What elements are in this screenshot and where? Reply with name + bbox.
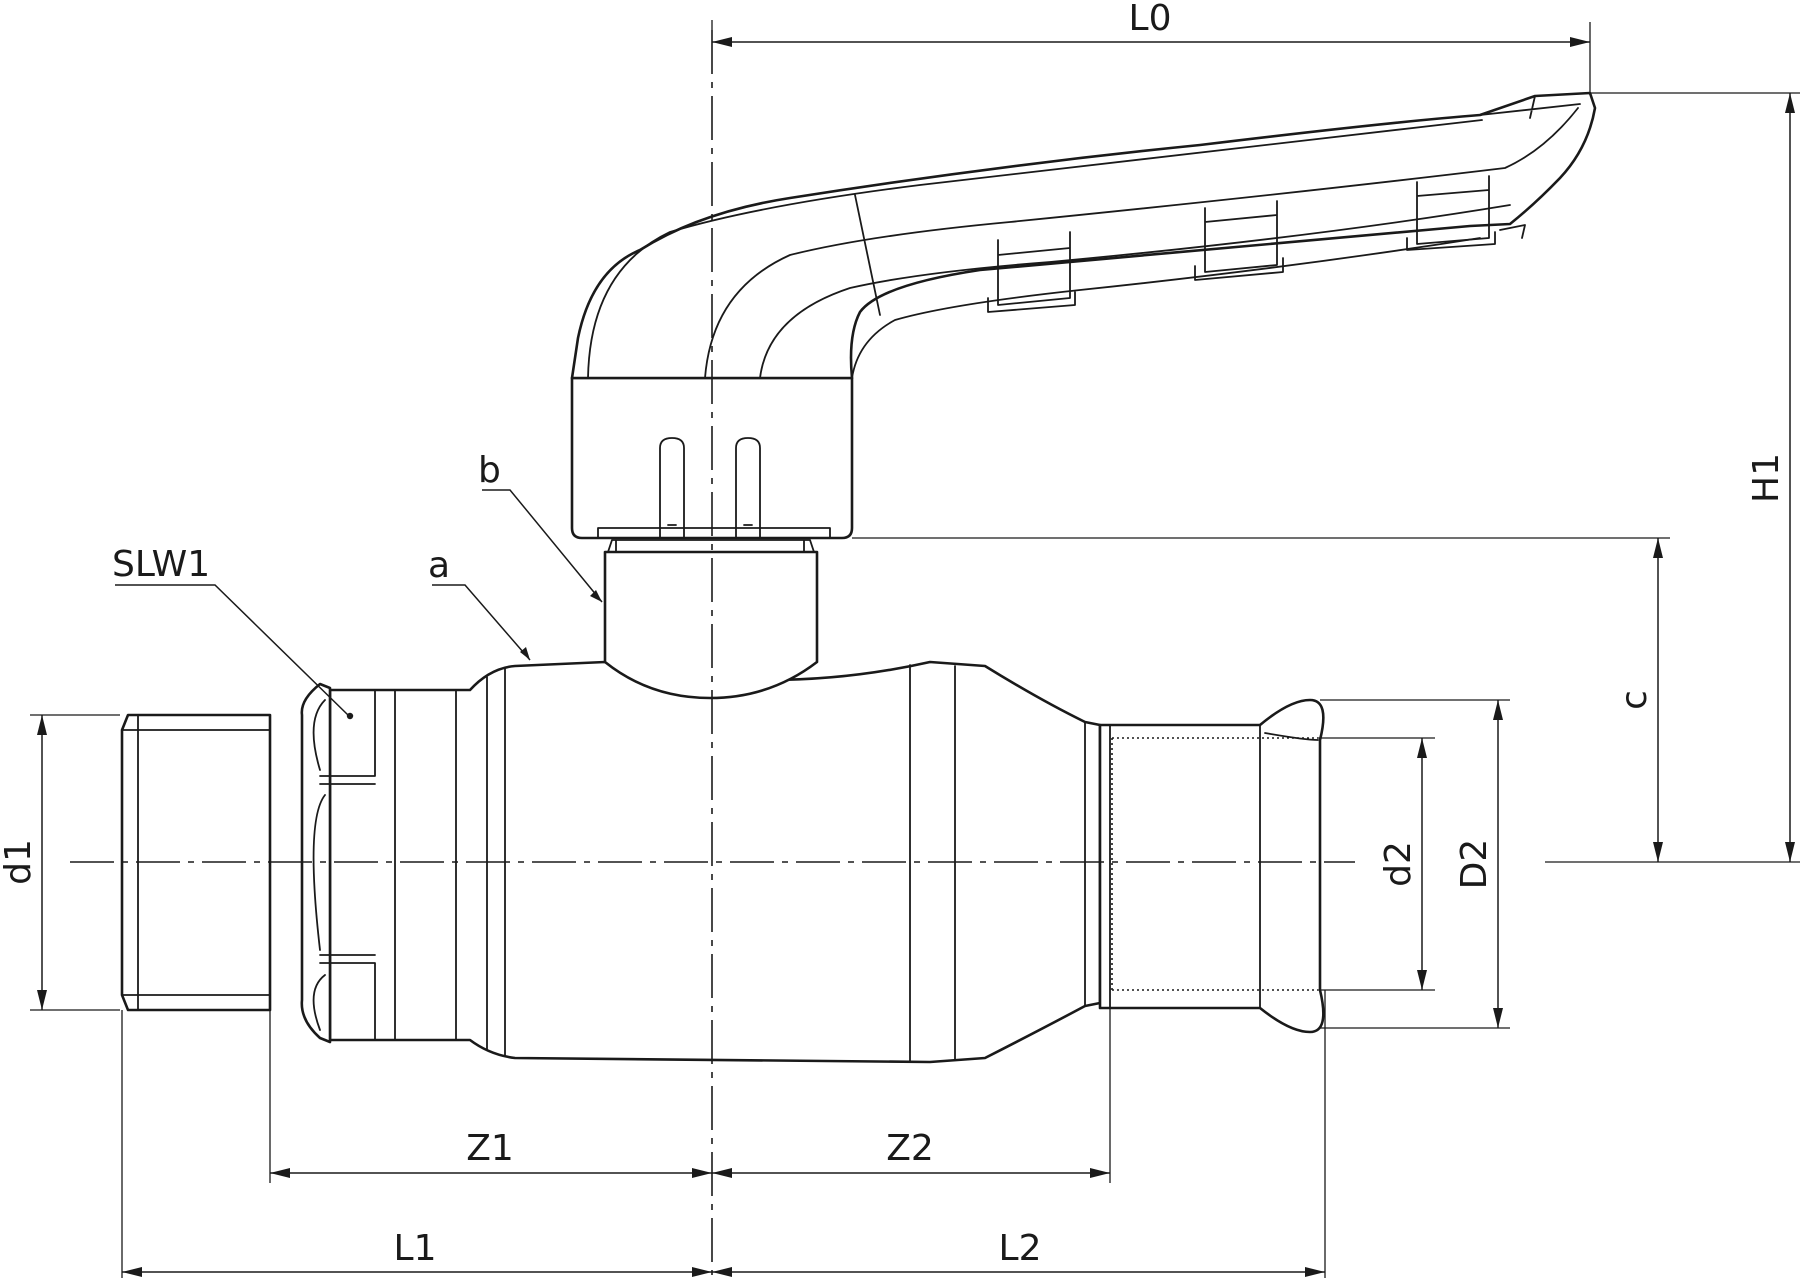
label-d2: d2 xyxy=(1378,841,1419,887)
hex-facets xyxy=(312,689,376,1041)
stem-flange xyxy=(607,539,815,553)
valve-body-group xyxy=(120,91,1597,1064)
label-SLW1: SLW1 xyxy=(112,544,210,585)
handle-grip-ribs xyxy=(987,175,1526,313)
dimension-lines xyxy=(37,37,1795,1277)
label-a: a xyxy=(428,545,450,586)
leader-SLW1-dot xyxy=(346,712,354,720)
label-b: b xyxy=(478,450,501,491)
ext-lines-right xyxy=(852,92,1800,1029)
leader-SLW1 xyxy=(115,584,349,716)
label-c: c xyxy=(1614,690,1655,710)
label-Z2: Z2 xyxy=(886,1128,934,1169)
ext-lines-bottom xyxy=(121,990,1326,1278)
lever-handle xyxy=(570,91,1597,380)
press-sleeve xyxy=(1098,698,1325,1034)
center-lines xyxy=(70,30,1355,1275)
handle-base-lines xyxy=(597,437,831,539)
leader-b xyxy=(482,489,603,603)
label-Z1: Z1 xyxy=(466,1128,514,1169)
leader-a xyxy=(432,584,531,661)
handle-contour-lines xyxy=(587,95,1581,379)
label-D2: D2 xyxy=(1454,839,1495,890)
hex-nut xyxy=(300,682,332,1044)
sleeve-inner-bore xyxy=(1112,737,1318,991)
label-H1: H1 xyxy=(1746,453,1787,503)
leader-lines xyxy=(115,489,603,720)
ext-lines-top xyxy=(711,20,1591,95)
label-L0: L0 xyxy=(1129,0,1172,39)
label-L2: L2 xyxy=(999,1228,1042,1269)
stem-neck xyxy=(603,550,819,700)
label-d1: d1 xyxy=(0,839,39,885)
label-L1: L1 xyxy=(394,1228,437,1269)
